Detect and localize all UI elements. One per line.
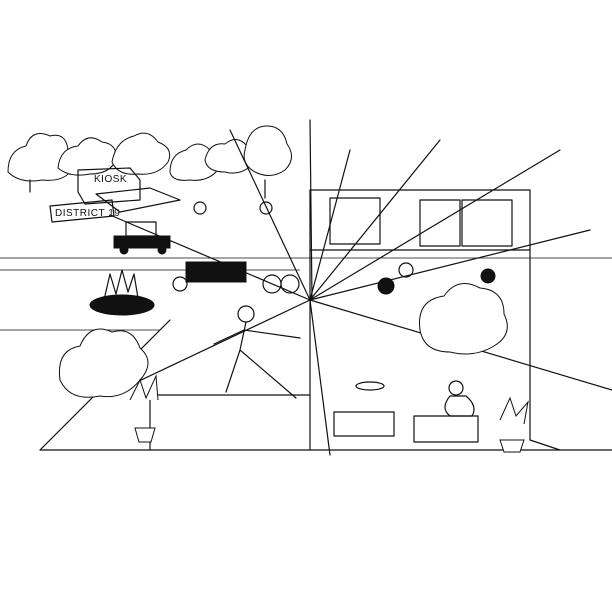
bicycle — [262, 274, 300, 294]
awning — [185, 261, 247, 283]
armchairs — [333, 381, 479, 443]
people — [172, 201, 496, 443]
district-sign-text: DISTRICT 19 — [55, 208, 120, 219]
group-people — [172, 201, 496, 295]
background-trees — [7, 125, 292, 199]
runner-figure — [213, 305, 301, 399]
building-windows — [329, 197, 513, 247]
bushes — [58, 283, 529, 453]
seated-person — [444, 380, 475, 417]
kiosk-building: KIOSK — [77, 167, 181, 213]
fire-pit — [89, 269, 155, 316]
district-sign: DISTRICT 19 — [49, 199, 120, 223]
kiosk-sign: KIOSK — [94, 174, 127, 185]
ropes — [109, 119, 612, 456]
car — [113, 221, 171, 255]
